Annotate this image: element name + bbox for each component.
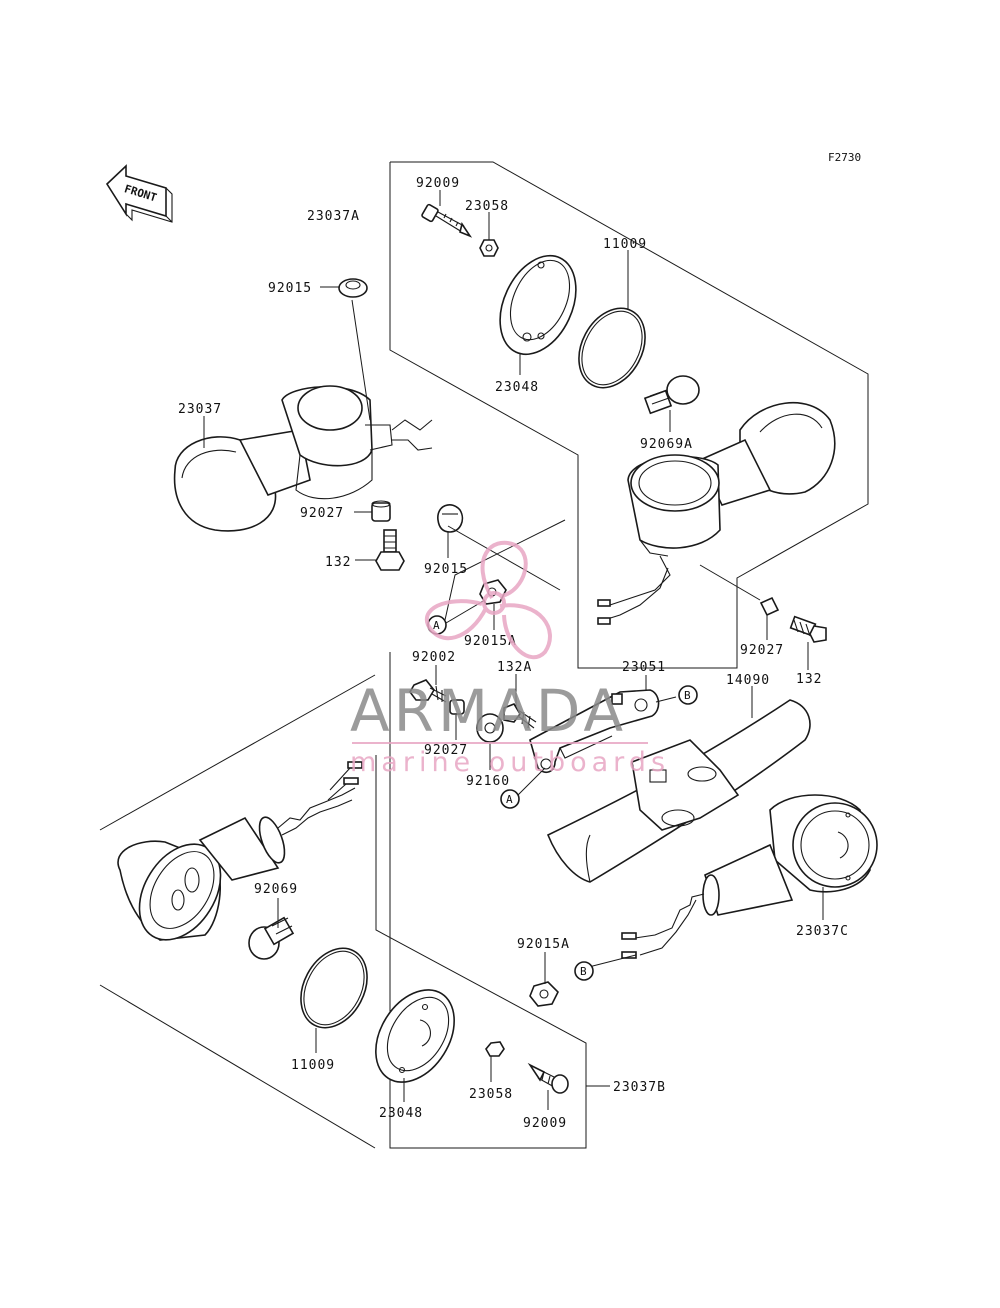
turn-signal-lamp-23037 — [173, 385, 433, 532]
ref-a-upper-label: A — [433, 619, 440, 632]
label-23037: 23037 — [178, 402, 222, 417]
grommet-92015-mid — [437, 504, 464, 533]
lens-rim-23048-low — [375, 989, 455, 1083]
bulb-92069A — [643, 375, 700, 415]
turn-signal-lamp-left-lower — [117, 761, 363, 941]
figure-id: F2730 — [828, 151, 861, 164]
turn-signal-lamp-right-upper — [597, 401, 836, 625]
label-92015A-mid: 92015A — [464, 634, 517, 649]
damper-92160 — [476, 713, 504, 743]
ref-marker-a-lower: A — [500, 789, 520, 809]
label-23048-top: 23048 — [495, 380, 539, 395]
grommet-92015-top — [338, 278, 371, 421]
label-23051: 23051 — [622, 660, 666, 675]
label-23058-top: 23058 — [465, 199, 509, 214]
label-23037C: 23037C — [796, 924, 849, 939]
label-132-right: 132 — [796, 672, 822, 687]
label-132A: 132A — [497, 660, 532, 675]
label-11009-low: 11009 — [291, 1058, 335, 1073]
watermark-tagline: marine outboards — [350, 747, 670, 778]
label-92009-top: 92009 — [416, 176, 460, 191]
watermark: ARMADA marine outboards — [350, 540, 670, 778]
o-ring-11009-top — [578, 307, 646, 389]
label-92027-left: 92027 — [300, 506, 344, 521]
label-92015A-low: 92015A — [517, 937, 570, 952]
label-92069A: 92069A — [640, 437, 693, 452]
front-arrow-icon: FRONT — [105, 164, 173, 223]
lens-rim-23048-top — [499, 254, 577, 356]
bolt-132-right — [789, 615, 827, 643]
nut-23058-low — [485, 1041, 505, 1057]
bolt-132A — [503, 703, 537, 729]
turn-signal-lamp-23037C — [621, 794, 878, 959]
label-92002: 92002 — [412, 650, 456, 665]
screw-92009-top — [421, 203, 473, 238]
ref-b-upper-label: B — [684, 689, 691, 702]
part-labels: 23037A 92009 23058 11009 23048 92069A 92… — [178, 176, 849, 1131]
label-92015-top: 92015 — [268, 281, 312, 296]
label-23048-low: 23048 — [379, 1106, 423, 1121]
propeller-logo-icon — [424, 540, 552, 660]
ref-a-lower-label: A — [506, 793, 513, 806]
label-92015-mid: 92015 — [424, 562, 468, 577]
label-23037A: 23037A — [307, 209, 360, 224]
nut-92015A-low — [529, 981, 559, 1007]
bolt-92002 — [409, 679, 447, 703]
leader-lines — [203, 190, 824, 1110]
watermark-brand: ARMADA — [350, 677, 627, 745]
ref-marker-b-upper: B — [678, 685, 698, 705]
collar-92027-mid — [449, 699, 465, 715]
collar-92027-left — [371, 500, 391, 522]
label-23058-low: 23058 — [469, 1087, 513, 1102]
label-132-left: 132 — [325, 555, 351, 570]
o-ring-11009-low — [300, 947, 368, 1029]
nut-23058-top — [479, 239, 499, 257]
label-11009-top: 11009 — [603, 237, 647, 252]
bulb-92069 — [248, 916, 295, 960]
rear-fender-14090 — [546, 699, 811, 883]
label-23037B: 23037B — [613, 1080, 666, 1095]
collar-92027-right — [759, 596, 780, 617]
label-92160: 92160 — [466, 774, 510, 789]
screw-92009-low — [527, 1062, 569, 1094]
label-92069: 92069 — [254, 882, 298, 897]
ref-marker-b-lower: B — [574, 961, 594, 981]
bolt-132-left — [375, 529, 405, 571]
label-92027-mid: 92027 — [424, 743, 468, 758]
label-14090: 14090 — [726, 673, 770, 688]
ref-b-lower-label: B — [580, 965, 587, 978]
label-92009-low: 92009 — [523, 1116, 567, 1131]
label-92027-right: 92027 — [740, 643, 784, 658]
